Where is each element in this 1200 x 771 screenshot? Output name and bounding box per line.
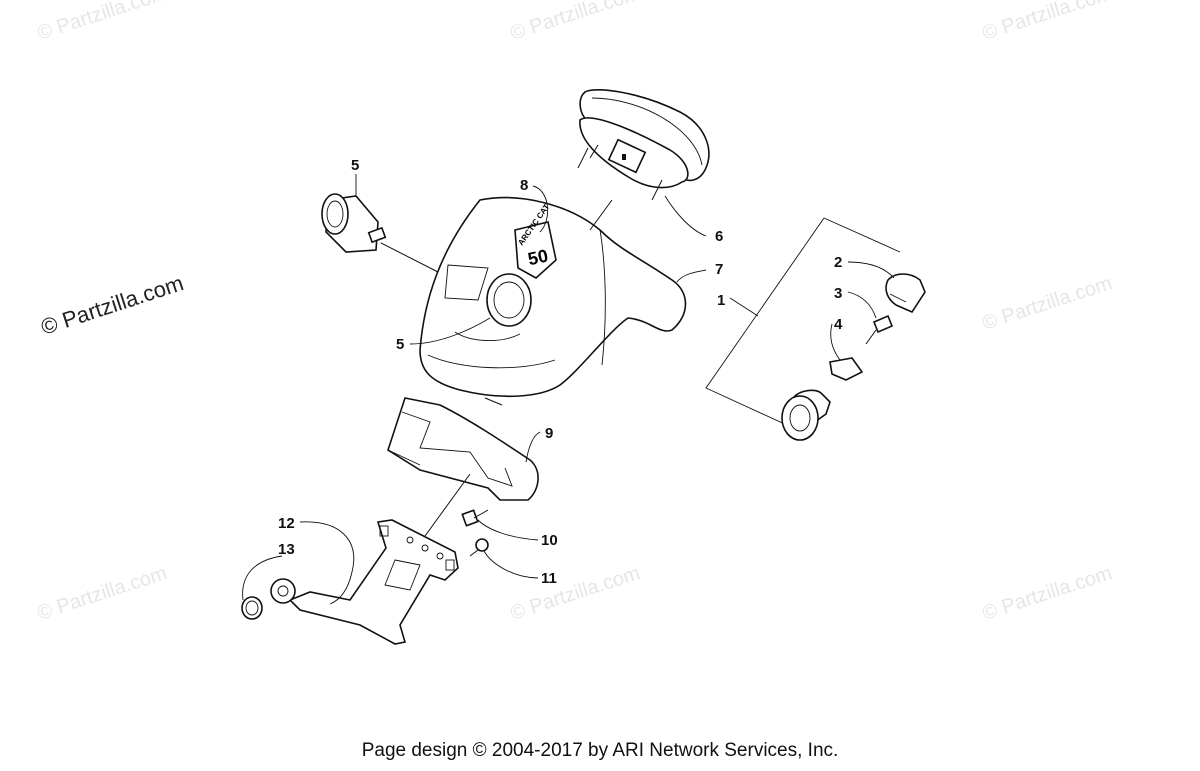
callout-1: 1 — [717, 292, 725, 309]
watermark: © Partzilla.com — [508, 562, 643, 625]
footer-copyright: Page design © 2004-2017 by ARI Network S… — [361, 740, 839, 761]
watermark-dark: © Partzilla.com — [38, 270, 187, 340]
mounting-bracket-part — [270, 519, 459, 645]
ignition-switch-kit-part — [705, 217, 926, 441]
dash-pod-housing-part: ARCTIC CAT 50 — [419, 196, 687, 398]
callout-6: 6 — [715, 228, 723, 245]
callout-7: 7 — [715, 261, 723, 278]
watermark: © Partzilla.com — [980, 0, 1115, 45]
callout-4: 4 — [834, 316, 843, 333]
watermark: © Partzilla.com — [980, 562, 1115, 625]
clip-part — [461, 509, 479, 527]
power-outlet-part-top — [321, 193, 387, 253]
callouts: 1 2 3 4 5 5 6 7 8 9 10 11 12 13 — [278, 157, 843, 587]
assembly-lines — [380, 199, 613, 537]
watermark: © Partzilla.com — [35, 0, 170, 45]
watermark: © Partzilla.com — [35, 562, 170, 625]
callout-8: 8 — [520, 177, 528, 194]
callout-5-lower: 5 — [396, 336, 404, 353]
logo-model: 50 — [526, 246, 550, 270]
callout-2: 2 — [834, 254, 842, 271]
screw-part — [469, 538, 489, 557]
speedometer-gauge-part — [577, 89, 710, 201]
callout-11: 11 — [541, 570, 557, 587]
callout-13: 13 — [278, 541, 295, 558]
callout-3: 3 — [834, 285, 842, 302]
callout-10: 10 — [541, 532, 558, 549]
bezel-part — [387, 397, 539, 501]
watermark: © Partzilla.com — [508, 0, 643, 45]
callout-9: 9 — [545, 425, 553, 442]
callout-12: 12 — [278, 515, 295, 532]
leader-lines — [242, 174, 895, 605]
watermark: © Partzilla.com — [980, 272, 1115, 335]
grommet-part — [241, 596, 263, 620]
callout-5-top: 5 — [351, 157, 359, 174]
